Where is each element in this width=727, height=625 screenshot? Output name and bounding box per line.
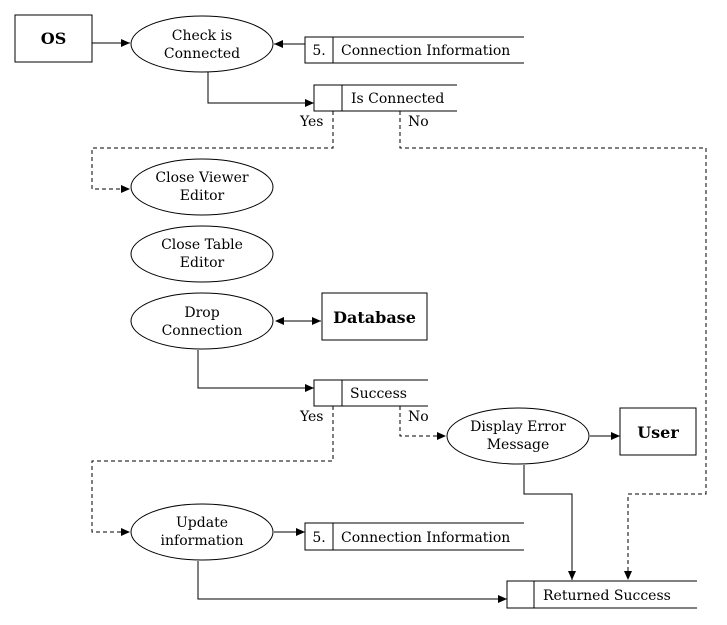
store-connection-information-top: 5. Connection Information xyxy=(304,36,524,64)
process-check-connected-ellipse xyxy=(130,15,274,73)
store-success: Success xyxy=(313,379,428,407)
store-returned-success-outline xyxy=(506,580,697,609)
dashed-arrow-no-to-display-error xyxy=(399,406,446,440)
store-is-connected: Is Connected xyxy=(313,84,457,112)
process-display-error: Display Error Message xyxy=(446,407,590,465)
process-drop-connection-line2: Connection xyxy=(162,323,243,339)
store-connection-information-top-outline xyxy=(304,36,524,64)
store-connection-information-bottom-id: 5. xyxy=(312,530,325,546)
store-success-outline xyxy=(313,379,428,407)
process-drop-connection-line1: Drop xyxy=(184,305,219,321)
process-close-table: Close Table Editor xyxy=(130,225,274,283)
entity-database-label: Database xyxy=(333,308,416,327)
condition-success-yes: Yes xyxy=(299,409,324,425)
process-display-error-ellipse xyxy=(446,407,590,465)
store-connection-information-bottom-outline xyxy=(304,522,524,551)
process-update-information-ellipse xyxy=(130,503,274,561)
entity-user-box xyxy=(619,407,697,456)
store-returned-success: Returned Success xyxy=(506,580,697,609)
process-drop-connection: Drop Connection xyxy=(130,292,274,350)
process-update-information-line2: information xyxy=(161,533,244,549)
entity-os-label: OS xyxy=(41,29,67,48)
store-connection-information-bottom-label: Connection Information xyxy=(341,530,510,546)
process-close-table-ellipse xyxy=(130,225,274,283)
condition-is-connected-yes: Yes xyxy=(299,114,324,130)
process-close-viewer-line2: Editor xyxy=(180,188,225,204)
arrow-error-to-returned-success xyxy=(523,465,576,580)
condition-is-connected-no: No xyxy=(408,114,429,130)
dashed-arrow-yes-to-update xyxy=(91,406,334,536)
process-display-error-line1: Display Error xyxy=(470,419,566,435)
store-is-connected-outline xyxy=(313,84,457,112)
store-connection-information-top-id: 5. xyxy=(312,43,325,59)
process-check-connected-line1: Check is xyxy=(172,28,232,44)
arrow-update-to-returned-success xyxy=(197,561,507,603)
entity-database: Database xyxy=(321,292,428,341)
process-close-viewer-ellipse xyxy=(130,158,274,216)
arrow-drop-to-success xyxy=(197,350,314,392)
dashed-arrow-yes-to-close-viewer xyxy=(91,111,334,193)
process-display-error-line2: Message xyxy=(487,437,550,453)
entity-user-label: User xyxy=(637,423,679,442)
store-is-connected-label: Is Connected xyxy=(351,91,444,107)
process-close-table-line2: Editor xyxy=(180,255,225,271)
entity-os-box xyxy=(14,14,93,63)
store-returned-success-label: Returned Success xyxy=(543,588,671,604)
entity-os: OS xyxy=(14,14,93,63)
store-success-label: Success xyxy=(350,386,407,402)
store-connection-information-top-label: Connection Information xyxy=(341,43,510,59)
entity-database-box xyxy=(321,292,428,341)
process-check-connected-line2: Connected xyxy=(164,46,240,62)
process-update-information-line1: Update xyxy=(176,515,228,531)
condition-success-no: No xyxy=(408,409,429,425)
process-update-information: Update information xyxy=(130,503,274,561)
store-connection-information-bottom: 5. Connection Information xyxy=(304,522,524,551)
process-drop-connection-ellipse xyxy=(130,292,274,350)
entity-user: User xyxy=(619,407,697,456)
connectors xyxy=(91,39,707,603)
process-close-viewer-line1: Close Viewer xyxy=(155,170,248,186)
dashed-arrow-no-to-returned-success xyxy=(399,111,707,580)
process-close-table-line1: Close Table xyxy=(161,237,243,253)
process-close-viewer: Close Viewer Editor xyxy=(130,158,274,216)
arrow-check-to-isconnected xyxy=(207,72,314,107)
process-check-connected: Check is Connected xyxy=(130,15,274,73)
